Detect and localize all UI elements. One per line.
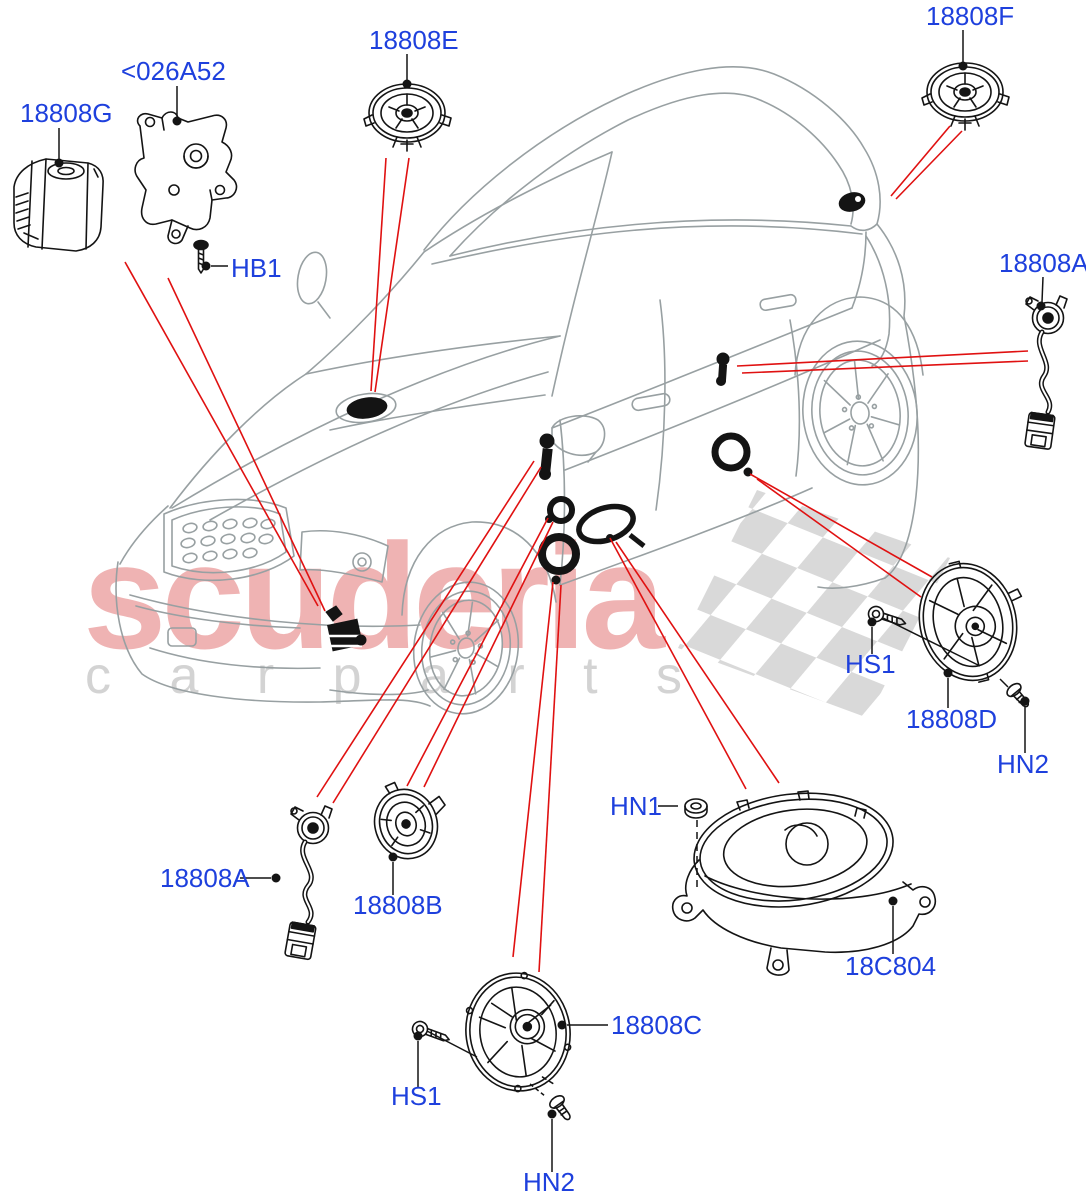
part-label-18808d[interactable]: 18808D: [906, 704, 997, 734]
leader-line: [124, 261, 319, 607]
leader-line: [512, 581, 554, 958]
part-18808a-tweeter-right: [1024, 295, 1068, 450]
part-18808a-tweeter-bottom: [284, 805, 333, 961]
part-18808g-amplifier: [13, 158, 104, 252]
mark-door-woofer: [538, 533, 580, 575]
part-label-hs1-bottom[interactable]: HS1: [391, 1081, 442, 1111]
part-label-hs1-right[interactable]: HS1: [845, 649, 896, 679]
leader-line: [167, 277, 326, 612]
part-label-026a52[interactable]: <026A52: [121, 56, 226, 86]
part-hb1-screw: [193, 239, 209, 274]
leader-line: [423, 521, 554, 788]
part-18808e-speaker: [363, 83, 452, 152]
leader-line: [741, 360, 1029, 374]
part-label-18c804[interactable]: 18C804: [845, 951, 936, 981]
part-label-18808e[interactable]: 18808E: [369, 25, 459, 55]
part-label-18808a-right[interactable]: 18808A: [999, 248, 1086, 278]
part-18808d-speaker: [918, 560, 1023, 683]
part-18808c-speaker: [465, 971, 572, 1093]
part-18808b-speaker: [373, 781, 446, 860]
leader-line: [374, 157, 410, 393]
leader-line: [736, 350, 1029, 367]
leader-line: [370, 157, 387, 392]
leader-line: [332, 466, 542, 804]
part-label-18808b[interactable]: 18808B: [353, 890, 443, 920]
leader-line: [890, 125, 951, 197]
part-label-hn1[interactable]: HN1: [610, 791, 662, 821]
leader-line: [615, 541, 780, 784]
part-label-hn2-bottom[interactable]: HN2: [523, 1167, 575, 1197]
label-leader-lines: [54, 30, 1046, 1172]
vehicle-outline-drawing: [115, 66, 924, 715]
mark-dash-speaker: [346, 397, 388, 419]
part-label-hn2-right[interactable]: HN2: [997, 749, 1049, 779]
leader-line: [749, 473, 933, 578]
leader-line: [538, 584, 562, 973]
leader-line: [895, 130, 963, 200]
mark-front-bumper-part: [322, 605, 367, 652]
red-leader-lines: [124, 125, 1029, 973]
part-labels: 18808G <026A52 HB1 18808E 18808F 18808A …: [20, 1, 1086, 1197]
vehicle-speaker-location-marks: [322, 192, 866, 652]
leader-line: [316, 460, 535, 798]
mark-front-door-tweeter: [539, 433, 555, 480]
part-026a52-bracket: [134, 111, 238, 245]
checkered-flag-graphic: [678, 490, 950, 718]
part-label-hb1[interactable]: HB1: [231, 253, 282, 283]
mark-roof-grommet: [838, 192, 866, 212]
part-hn1-nut: [684, 798, 708, 819]
part-label-18808c[interactable]: 18808C: [611, 1010, 702, 1040]
mark-rear-door-speaker: [711, 432, 751, 472]
leader-line: [406, 517, 549, 787]
part-label-18808g[interactable]: 18808G: [20, 98, 113, 128]
mark-rear-door-tweeter: [716, 352, 730, 386]
part-hn2-clip-right: [1006, 682, 1029, 708]
mark-door-small-speaker: [547, 496, 575, 524]
part-label-18808f[interactable]: 18808F: [926, 1, 1014, 31]
leader-line: [756, 478, 922, 598]
part-label-18808a-bottom[interactable]: 18808A: [160, 863, 250, 893]
part-hn2-clip-bottom: [549, 1095, 571, 1121]
part-18808f-speaker: [921, 62, 1010, 131]
leader-line: [609, 537, 747, 790]
part-18c804-subwoofer: [671, 790, 937, 976]
